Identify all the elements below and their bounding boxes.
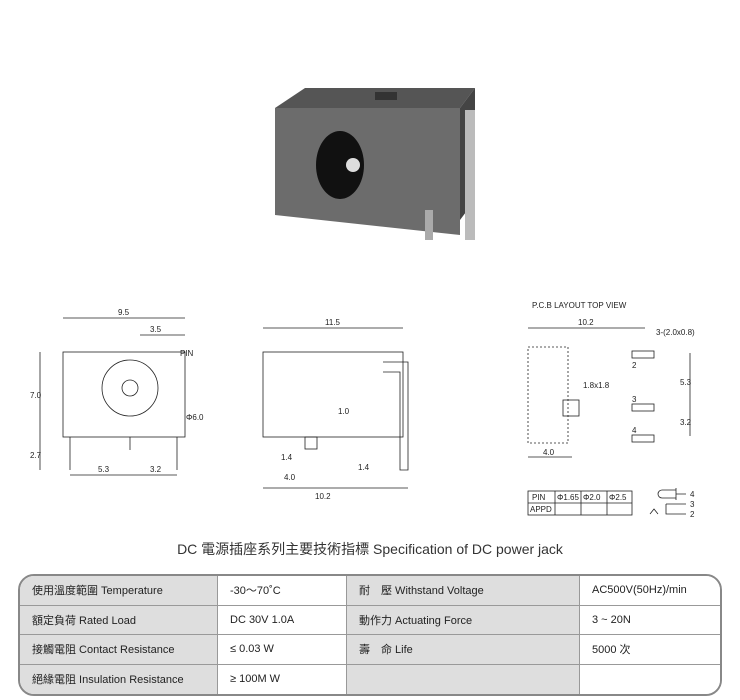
svg-text:3.5: 3.5	[150, 325, 162, 334]
svg-text:3.2: 3.2	[680, 418, 692, 427]
svg-text:2.7: 2.7	[30, 451, 42, 460]
svg-text:Φ2.5: Φ2.5	[609, 493, 627, 502]
svg-text:4.0: 4.0	[543, 448, 555, 457]
svg-text:9.5: 9.5	[118, 308, 130, 317]
svg-text:5.3: 5.3	[680, 378, 692, 387]
svg-text:11.5: 11.5	[325, 318, 341, 327]
svg-text:3-(2.0x0.8): 3-(2.0x0.8)	[656, 328, 695, 337]
svg-text:3: 3	[632, 395, 637, 404]
spec-value: DC 30V 1.0A	[218, 605, 347, 635]
svg-text:5.3: 5.3	[98, 465, 110, 474]
spec-value: 3 ~ 20N	[580, 605, 720, 635]
svg-text:2: 2	[632, 361, 637, 370]
svg-text:Φ1.65: Φ1.65	[557, 493, 580, 502]
technical-drawings: 9.5 3.5 PIN 7.0 2.7 Φ6.0 5.3 3.2 11.5 1.…	[30, 301, 695, 519]
svg-text:1.4: 1.4	[281, 453, 293, 462]
svg-text:1.8x1.8: 1.8x1.8	[583, 381, 610, 390]
svg-text:Φ6.0: Φ6.0	[186, 413, 204, 422]
product-photo	[275, 88, 475, 240]
svg-text:3: 3	[690, 500, 695, 509]
spec-value-empty	[580, 664, 720, 694]
svg-text:3.2: 3.2	[150, 465, 162, 474]
svg-text:Φ2.0: Φ2.0	[583, 493, 601, 502]
svg-text:P.C.B LAYOUT TOP VIEW: P.C.B LAYOUT TOP VIEW	[532, 301, 627, 310]
spec-value: AC500V(50Hz)/min	[580, 576, 720, 606]
front-view: 9.5 3.5 PIN 7.0 2.7 Φ6.0 5.3 3.2	[30, 308, 204, 476]
spec-title: DC 電源插座系列主要技術指標 Specification of DC powe…	[177, 541, 563, 557]
spec-label: 額定負荷 Rated Load	[20, 605, 218, 635]
spec-label: 壽 命 Life	[347, 635, 580, 665]
svg-text:4.0: 4.0	[284, 473, 296, 482]
spec-value: 5000 次	[580, 635, 720, 665]
spec-label-empty	[347, 664, 580, 694]
svg-text:10.2: 10.2	[315, 492, 331, 501]
spec-value: -30～70˚C	[218, 576, 347, 606]
schematic: 4 3 2	[649, 488, 695, 519]
side-view: 11.5 1.0 1.4 4.0 1.4 10.2	[262, 318, 409, 501]
svg-text:7.0: 7.0	[30, 391, 42, 400]
svg-text:1.0: 1.0	[338, 407, 350, 416]
svg-text:10.2: 10.2	[578, 318, 594, 327]
svg-text:PIN: PIN	[532, 493, 546, 502]
spec-label: 絕緣電阻 Insulation Resistance	[20, 664, 218, 694]
svg-text:1.4: 1.4	[358, 463, 370, 472]
svg-text:APPD: APPD	[530, 505, 552, 514]
spec-value: ≤ 0.03 W	[218, 635, 347, 665]
svg-text:PIN: PIN	[180, 349, 194, 358]
spec-label: 接觸電阻 Contact Resistance	[20, 635, 218, 665]
pcb-layout: P.C.B LAYOUT TOP VIEW 10.2 3-(2.0x0.8) 1…	[527, 301, 695, 458]
svg-text:2: 2	[690, 510, 695, 519]
spec-label: 使用溫度範圍 Temperature	[20, 576, 218, 606]
svg-text:4: 4	[632, 426, 637, 435]
pin-table: PIN Φ1.65 Φ2.0 Φ2.5 APPD	[527, 490, 633, 516]
spec-table: 使用溫度範圍 Temperature -30～70˚C 耐 壓 Withstan…	[18, 574, 722, 696]
spec-label: 動作力 Actuating Force	[347, 605, 580, 635]
svg-text:4: 4	[690, 490, 695, 499]
spec-value: ≥ 100M W	[218, 664, 347, 694]
spec-label: 耐 壓 Withstand Voltage	[347, 576, 580, 606]
